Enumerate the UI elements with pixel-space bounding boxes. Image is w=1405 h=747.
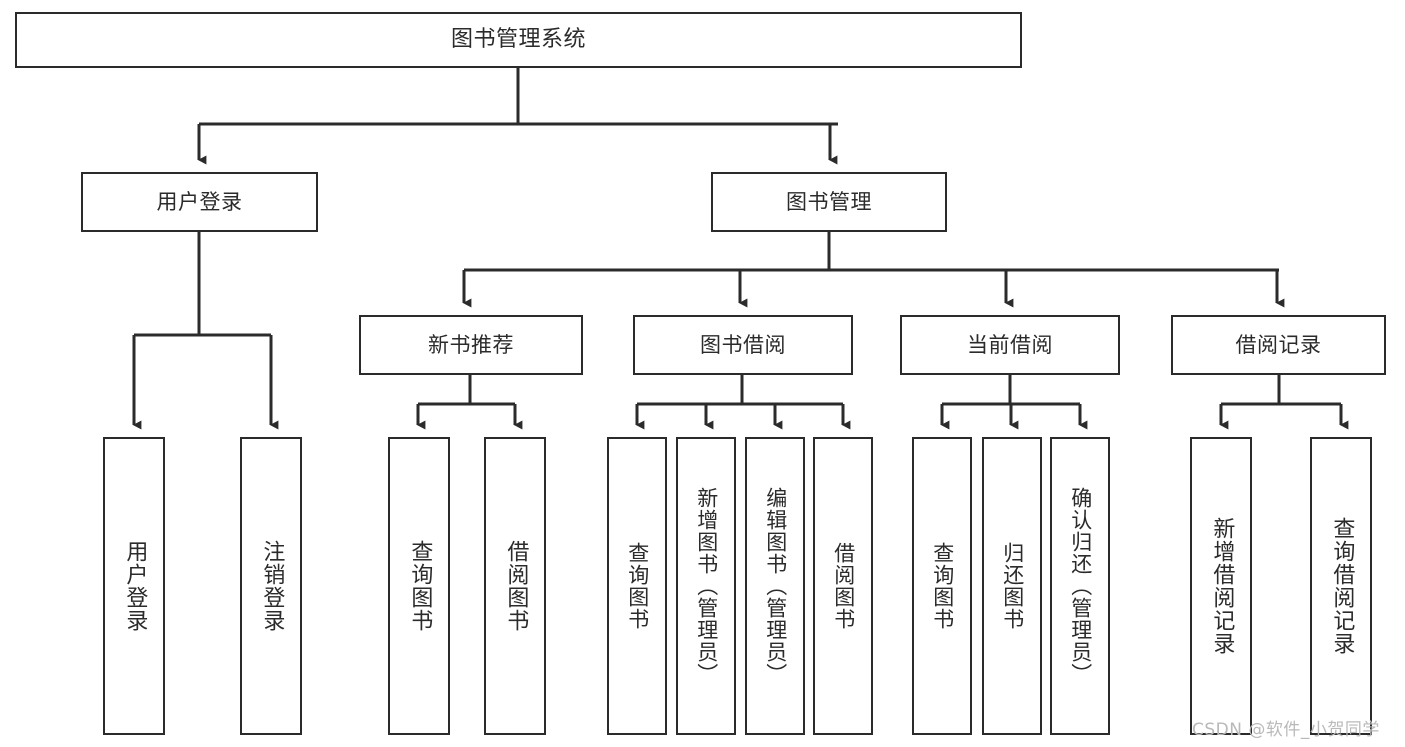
node-leaf-confirm-return-admin[interactable]: 确认归还（管理员） — [1050, 437, 1110, 735]
node-leaf-return-book-label: 归还图书 — [1000, 542, 1025, 630]
node-book-management-label: 图书管理 — [786, 189, 872, 214]
node-leaf-user-login-label: 用户登录 — [122, 540, 148, 632]
node-leaf-borrow-book-label: 借阅图书 — [831, 542, 856, 630]
node-current-borrow[interactable]: 当前借阅 — [900, 315, 1120, 375]
node-borrow-record[interactable]: 借阅记录 — [1171, 315, 1386, 375]
node-leaf-query-book-current-label: 查询图书 — [930, 542, 955, 630]
node-leaf-query-book-borrow-label: 查询图书 — [625, 542, 650, 630]
node-leaf-return-book[interactable]: 归还图书 — [982, 437, 1042, 735]
node-leaf-query-borrow-record-label: 查询借阅记录 — [1329, 517, 1355, 655]
node-leaf-edit-book-admin[interactable]: 编辑图书（管理员） — [745, 437, 805, 735]
node-leaf-confirm-return-admin-label: 确认归还（管理员） — [1068, 487, 1093, 685]
node-leaf-borrow-book-recommend-label: 借阅图书 — [503, 540, 529, 632]
node-root[interactable]: 图书管理系统 — [15, 12, 1022, 68]
node-user-login-label: 用户登录 — [156, 189, 243, 214]
node-leaf-add-book-admin-label: 新增图书（管理员） — [694, 487, 719, 685]
node-leaf-edit-book-admin-label: 编辑图书（管理员） — [763, 487, 788, 685]
node-borrow-record-label: 借阅记录 — [1235, 332, 1322, 357]
node-root-label: 图书管理系统 — [450, 27, 586, 53]
node-book-borrow-label: 图书借阅 — [700, 332, 786, 357]
node-leaf-user-login[interactable]: 用户登录 — [103, 437, 165, 735]
node-leaf-borrow-book[interactable]: 借阅图书 — [813, 437, 873, 735]
node-book-management[interactable]: 图书管理 — [711, 172, 947, 232]
node-leaf-add-book-admin[interactable]: 新增图书（管理员） — [676, 437, 736, 735]
node-user-login[interactable]: 用户登录 — [81, 172, 318, 232]
node-leaf-borrow-book-recommend[interactable]: 借阅图书 — [484, 437, 546, 735]
node-current-borrow-label: 当前借阅 — [967, 332, 1053, 357]
node-book-borrow[interactable]: 图书借阅 — [633, 315, 853, 375]
node-leaf-logout-login-label: 注销登录 — [259, 540, 285, 632]
node-leaf-logout-login[interactable]: 注销登录 — [240, 437, 302, 735]
watermark: CSDN @软件_小贺同学 — [1192, 720, 1380, 740]
node-leaf-query-book-borrow[interactable]: 查询图书 — [607, 437, 667, 735]
node-leaf-add-borrow-record-label: 新增借阅记录 — [1209, 517, 1235, 655]
node-leaf-query-book-recommend-label: 查询图书 — [407, 540, 433, 632]
node-leaf-add-borrow-record[interactable]: 新增借阅记录 — [1190, 437, 1252, 735]
node-new-book-recommend-label: 新书推荐 — [428, 332, 514, 357]
node-leaf-query-book-recommend[interactable]: 查询图书 — [388, 437, 450, 735]
node-leaf-query-book-current[interactable]: 查询图书 — [912, 437, 972, 735]
node-new-book-recommend[interactable]: 新书推荐 — [359, 315, 583, 375]
node-leaf-query-borrow-record[interactable]: 查询借阅记录 — [1310, 437, 1372, 735]
